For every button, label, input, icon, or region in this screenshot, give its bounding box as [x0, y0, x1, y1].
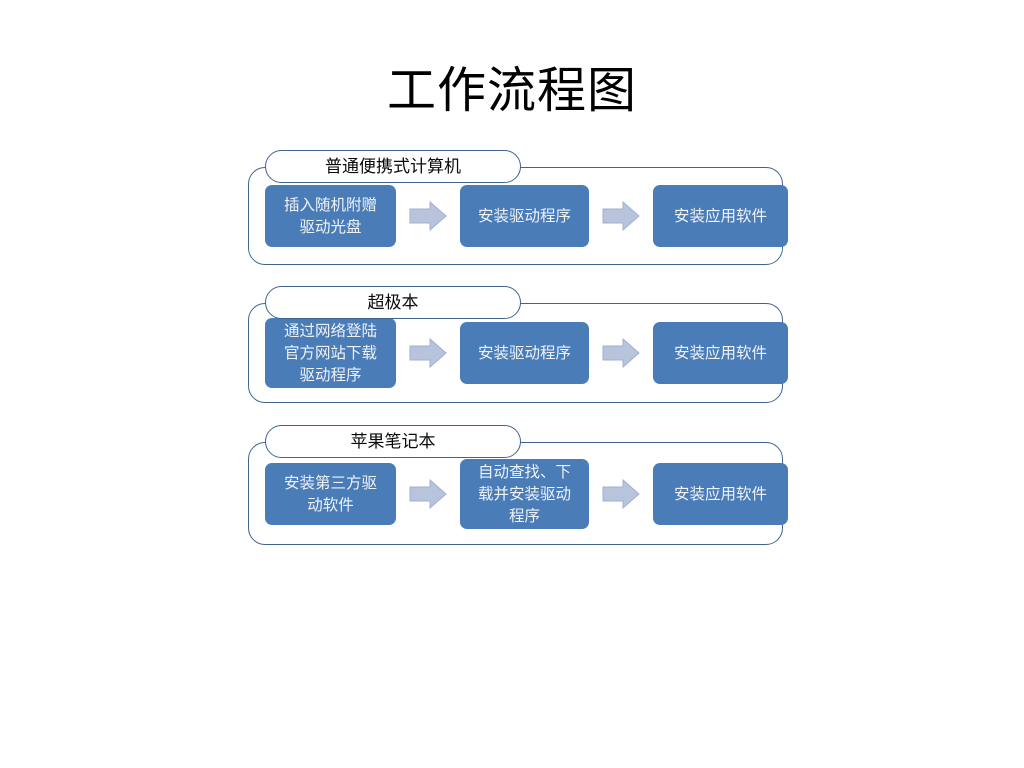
group-label-pill: 普通便携式计算机 [265, 150, 521, 183]
step-box-label: 安装应用软件 [673, 344, 767, 362]
step-box-label: 插入随机附赠 驱动光盘 [283, 196, 377, 236]
arrow-right-icon [601, 337, 641, 369]
step-box[interactable]: 插入随机附赠 驱动光盘 [265, 185, 396, 247]
arrow-right-icon [408, 478, 448, 510]
workflow-group-ordinary-laptop: 插入随机附赠 驱动光盘 安装驱动程序 安装应用软件 [248, 150, 788, 265]
group-label-text: 苹果笔记本 [350, 431, 436, 452]
step-box-label: 安装驱动程序 [477, 344, 571, 362]
group-steps-row: 安装第三方驱 动软件 自动查找、下 载并安装驱动 程序 安装应用软件 [248, 442, 788, 545]
group-label-text: 超极本 [367, 292, 419, 313]
group-label-pill: 苹果笔记本 [265, 425, 521, 458]
group-steps-row: 插入随机附赠 驱动光盘 安装驱动程序 安装应用软件 [248, 167, 788, 265]
step-box-label: 自动查找、下 载并安装驱动 程序 [477, 462, 571, 525]
step-box-label: 通过网络登陆 官方网站下载 驱动程序 [283, 322, 377, 384]
step-box[interactable]: 通过网络登陆 官方网站下载 驱动程序 [265, 318, 396, 388]
step-box[interactable]: 安装驱动程序 [460, 185, 589, 247]
step-box[interactable]: 安装应用软件 [653, 185, 788, 247]
step-box[interactable]: 自动查找、下 载并安装驱动 程序 [460, 458, 589, 529]
arrow-right-icon [601, 478, 641, 510]
workflow-group-macbook: 安装第三方驱 动软件 自动查找、下 载并安装驱动 程序 安装应用软件 [248, 425, 788, 545]
arrow-right-icon [408, 200, 448, 232]
group-steps-row: 通过网络登陆 官方网站下载 驱动程序 安装驱动程序 安装应用软件 [248, 303, 788, 403]
group-label-text: 普通便携式计算机 [325, 156, 461, 177]
step-box[interactable]: 安装驱动程序 [460, 322, 589, 384]
step-box[interactable]: 安装第三方驱 动软件 [265, 462, 396, 525]
step-box[interactable]: 安装应用软件 [653, 462, 788, 525]
step-box-label: 安装驱动程序 [477, 207, 571, 225]
workflow-group-ultrabook: 通过网络登陆 官方网站下载 驱动程序 安装驱动程序 安装应用软件 [248, 286, 788, 403]
step-box-label: 安装应用软件 [673, 484, 767, 503]
page-title: 工作流程图 [386, 62, 637, 119]
step-box-label: 安装应用软件 [673, 207, 767, 225]
arrow-right-icon [408, 337, 448, 369]
arrow-right-icon [601, 200, 641, 232]
group-label-pill: 超极本 [265, 286, 521, 319]
step-box[interactable]: 安装应用软件 [653, 322, 788, 384]
step-box-label: 安装第三方驱 动软件 [283, 473, 377, 514]
